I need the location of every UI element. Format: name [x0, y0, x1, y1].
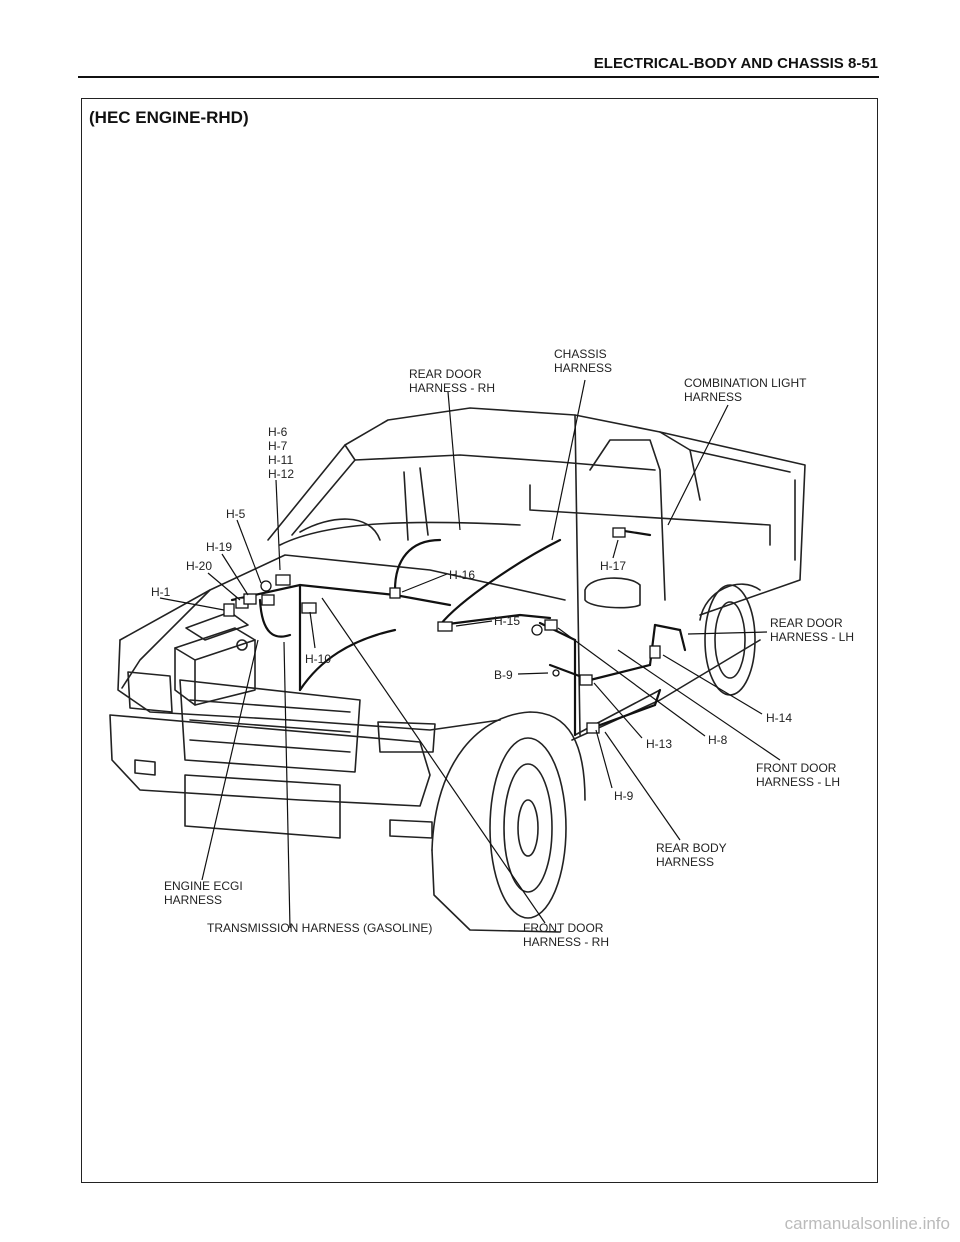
- label-h14: H-14: [766, 711, 792, 725]
- label-combination-1: COMBINATION LIGHT: [684, 376, 807, 390]
- section-title: (HEC ENGINE-RHD): [89, 108, 249, 127]
- label-front-door-lh-2: HARNESS - LH: [756, 775, 840, 789]
- label-h19: H-19: [206, 540, 232, 554]
- label-combination-2: HARNESS: [684, 390, 742, 404]
- label-front-door-rh-1: FRONT DOOR: [523, 921, 604, 935]
- label-h6: H-6: [268, 425, 288, 439]
- label-h5: H-5: [226, 507, 246, 521]
- connectors: [223, 527, 661, 734]
- page-header-title: ELECTRICAL-BODY AND CHASSIS 8-51: [593, 55, 878, 72]
- label-h17: H-17: [600, 559, 626, 573]
- label-rear-door-rh-2: HARNESS - RH: [409, 381, 495, 395]
- label-h11: H-11: [268, 453, 293, 467]
- connector-b9: [552, 669, 560, 677]
- connector-h1: [223, 603, 235, 617]
- label-h13: H-13: [646, 737, 672, 751]
- label-rear-door-rh-1: REAR DOOR: [409, 367, 482, 381]
- connector-h5: [260, 580, 272, 592]
- connector-h9b: [586, 722, 600, 734]
- truck-body: [109, 407, 806, 933]
- connector-h6b: [261, 594, 275, 606]
- connector-h9: [579, 674, 593, 686]
- label-rear-door-lh-2: HARNESS - LH: [770, 630, 854, 644]
- label-h8: H-8: [708, 733, 728, 747]
- label-transmission: TRANSMISSION HARNESS (GASOLINE): [207, 921, 432, 935]
- label-h15: H-15: [494, 614, 520, 628]
- watermark: carmanualsonline.info: [784, 1214, 950, 1233]
- label-rear-body-1: REAR BODY: [656, 841, 727, 855]
- connector-h19: [243, 593, 257, 605]
- label-h1: H-1: [151, 585, 171, 599]
- connector-h8: [531, 624, 543, 636]
- connector-h16: [389, 587, 401, 599]
- label-front-door-lh-1: FRONT DOOR: [756, 761, 837, 775]
- label-h20: H-20: [186, 559, 212, 573]
- leader-lines: [159, 379, 781, 929]
- diagram-frame: [81, 98, 878, 1183]
- label-rear-body-2: HARNESS: [656, 855, 714, 869]
- label-engine-ecgi-2: HARNESS: [164, 893, 222, 907]
- connector-h10: [301, 602, 317, 614]
- connector-h14: [649, 645, 661, 659]
- label-h12: H-12: [268, 467, 294, 481]
- header-rule: [78, 76, 879, 78]
- label-h16: H-16: [449, 568, 475, 582]
- label-h10: H-10: [305, 652, 331, 666]
- connector-h15: [437, 621, 453, 632]
- callout-labels: REAR DOOR HARNESS - RH CHASSIS HARNESS C…: [151, 347, 854, 949]
- label-front-door-rh-2: HARNESS - RH: [523, 935, 609, 949]
- connector-h17: [612, 527, 626, 538]
- label-chassis-1: CHASSIS: [554, 347, 607, 361]
- connector-h13: [544, 619, 558, 631]
- label-h9: H-9: [614, 789, 634, 803]
- connector-h6-group: [275, 574, 291, 586]
- label-h7: H-7: [268, 439, 288, 453]
- label-b9: B-9: [494, 668, 513, 682]
- label-chassis-2: HARNESS: [554, 361, 612, 375]
- label-rear-door-lh-1: REAR DOOR: [770, 616, 843, 630]
- label-engine-ecgi-1: ENGINE ECGI: [164, 879, 243, 893]
